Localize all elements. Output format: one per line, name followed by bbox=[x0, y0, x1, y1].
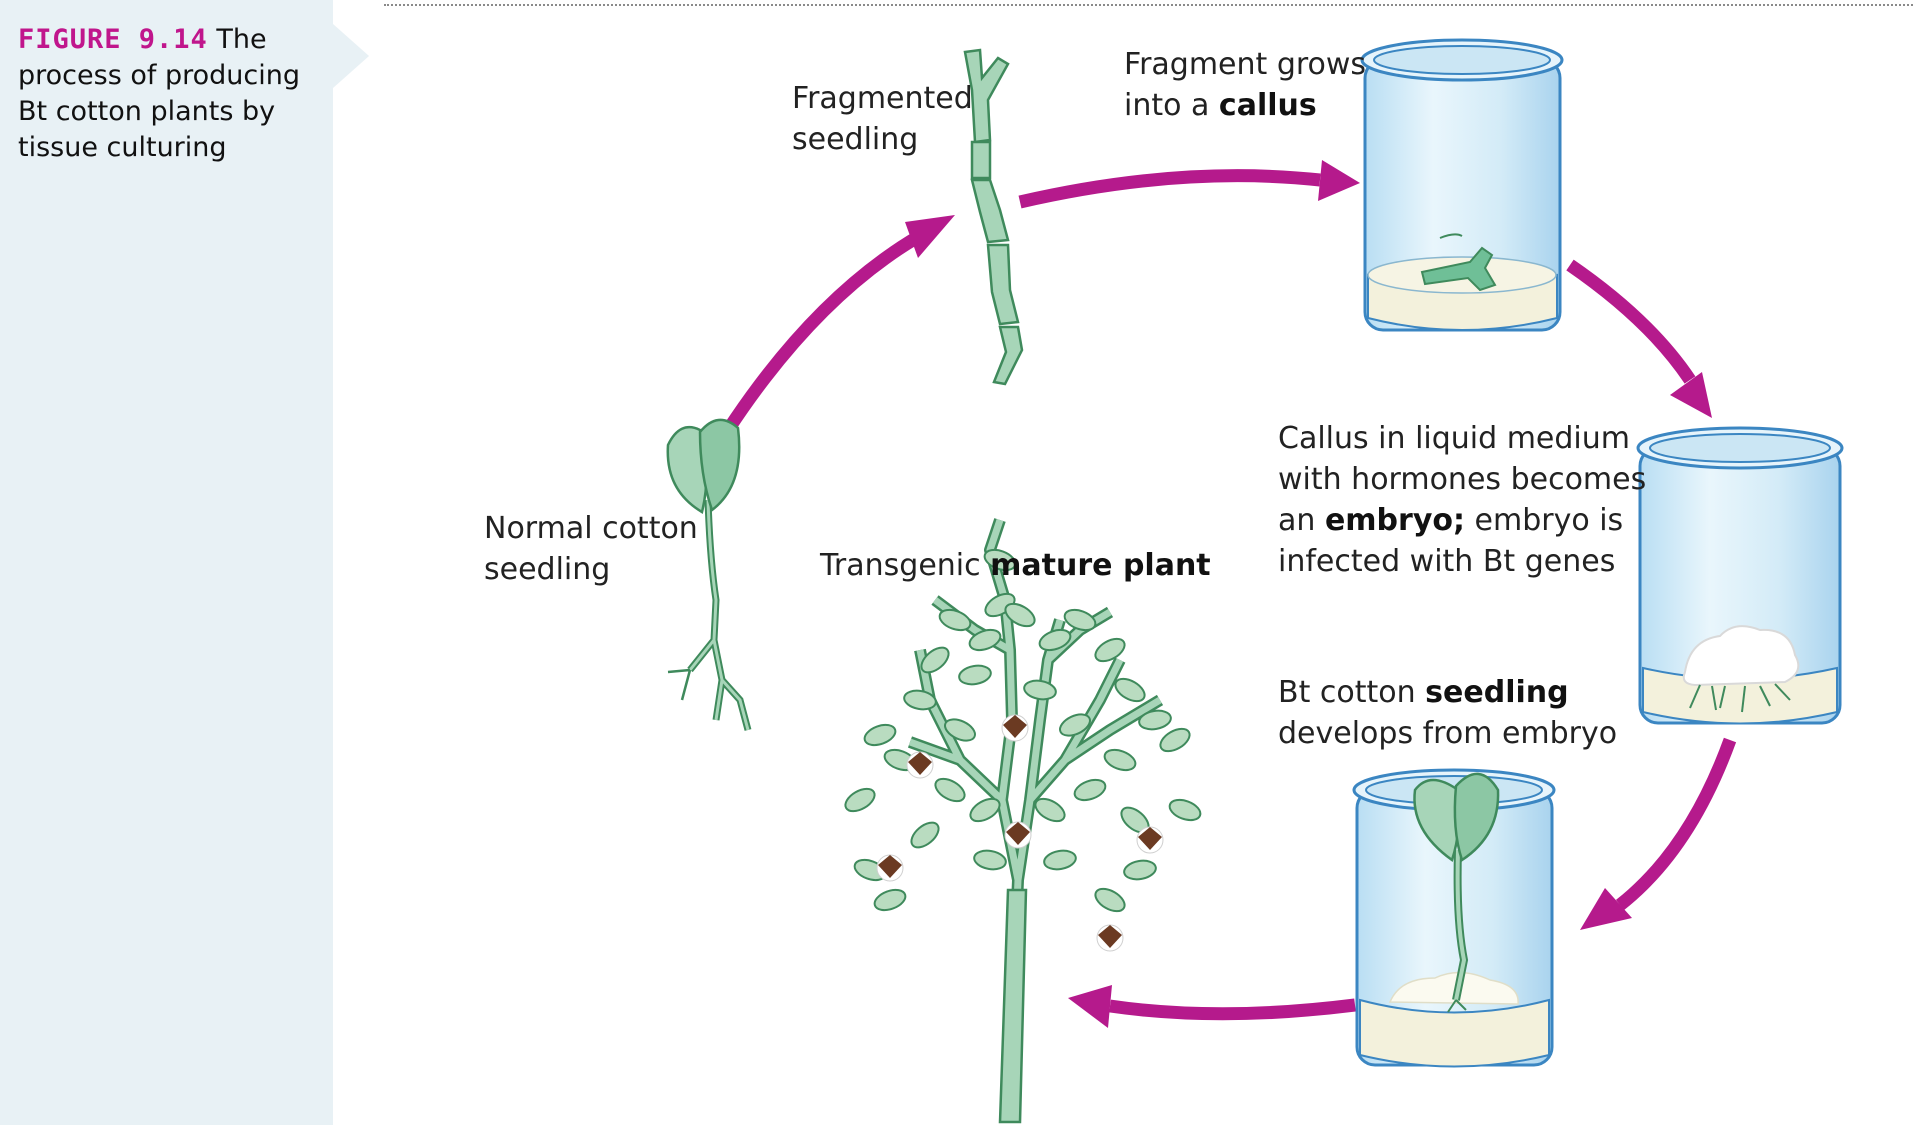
culture-jar-icon bbox=[1636, 426, 1844, 725]
label-line: infected with Bt genes bbox=[1278, 544, 1616, 579]
arrow-callus-to-embryo bbox=[1566, 259, 1712, 418]
label-text: Transgenic bbox=[820, 548, 991, 583]
seedling-icon bbox=[666, 418, 752, 731]
label-fragmented-seedling: Fragmented seedling bbox=[792, 78, 973, 160]
label-line: an embryo; embryo is bbox=[1278, 500, 1646, 541]
label-callus: Fragment grows into a callus bbox=[1124, 44, 1366, 126]
cotton-boll-icon bbox=[1004, 821, 1032, 849]
label-text: embryo is bbox=[1464, 503, 1624, 538]
label-text: an bbox=[1278, 503, 1325, 538]
label-text: Bt cotton bbox=[1278, 675, 1426, 710]
top-dotted-rule bbox=[384, 4, 1913, 6]
label-text: into a bbox=[1124, 88, 1219, 123]
culture-jar-icon bbox=[1360, 38, 1564, 332]
caption-panel bbox=[0, 0, 333, 1125]
cotton-boll-icon bbox=[876, 854, 904, 882]
label-normal-seedling: Normal cotton seedling bbox=[484, 508, 698, 590]
label-line: seedling bbox=[792, 122, 919, 157]
label-line: develops from embryo bbox=[1278, 716, 1618, 751]
label-line: into a callus bbox=[1124, 85, 1366, 126]
figure-caption: FIGURE 9.14 The process of producing Bt … bbox=[18, 22, 324, 166]
tree-icon bbox=[844, 518, 1202, 1124]
arrow-seedling-to-mature bbox=[1068, 985, 1356, 1028]
arrow-seedling-to-fragment bbox=[722, 215, 955, 434]
culture-jar-icon bbox=[1352, 768, 1556, 1068]
seedling-icon bbox=[1413, 772, 1500, 1013]
label-embryo: Callus in liquid medium with hormones be… bbox=[1278, 418, 1646, 582]
cotton-boll-icon bbox=[1001, 714, 1029, 742]
caption-text: The process of producing Bt cotton plant… bbox=[18, 24, 300, 163]
cotton-boll-icon bbox=[906, 751, 934, 779]
label-bold: seedling bbox=[1425, 675, 1569, 710]
figure-number: FIGURE 9.14 bbox=[18, 24, 208, 55]
label-bold: callus bbox=[1218, 88, 1317, 123]
label-line: with hormones becomes bbox=[1278, 462, 1647, 497]
caption-pointer bbox=[333, 24, 369, 88]
label-bold: mature plant bbox=[990, 548, 1211, 583]
label-line: Fragmented bbox=[792, 81, 973, 116]
cotton-boll-icon bbox=[1136, 826, 1164, 854]
label-line: Fragment grows bbox=[1124, 47, 1367, 82]
label-line: Normal cotton bbox=[484, 511, 698, 546]
label-bold: embryo; bbox=[1324, 503, 1465, 538]
cotton-boll-icon bbox=[1096, 924, 1124, 952]
label-line: Callus in liquid medium bbox=[1278, 421, 1631, 456]
label-line: Bt cotton seedling bbox=[1278, 672, 1617, 713]
label-line: seedling bbox=[484, 552, 611, 587]
label-bt-seedling: Bt cotton seedling develops from embryo bbox=[1278, 672, 1617, 754]
arrow-fragment-to-callus bbox=[1018, 160, 1360, 209]
fragmented-seedling-icon bbox=[963, 48, 1024, 386]
arrow-embryo-to-seedling bbox=[1580, 737, 1737, 930]
label-mature-plant: Transgenic mature plant bbox=[820, 545, 1211, 586]
